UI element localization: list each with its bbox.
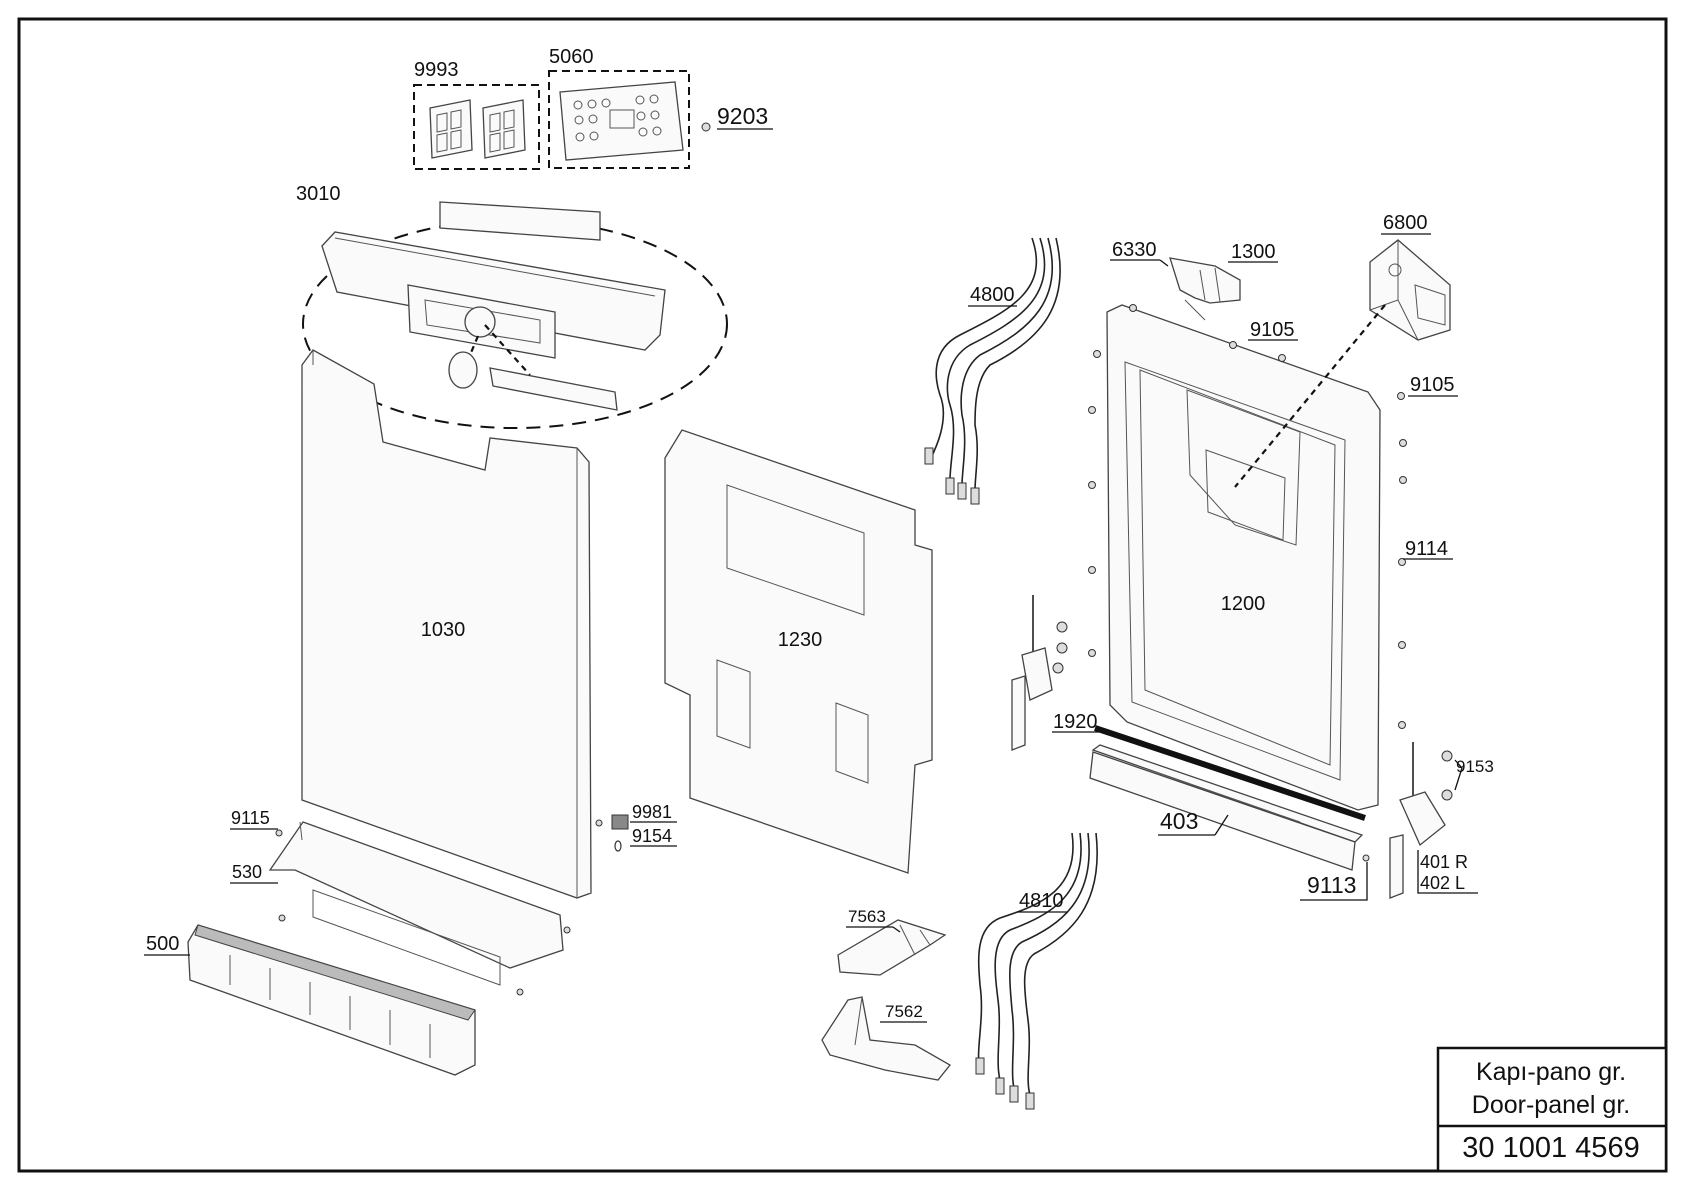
callout-401-r: 401 R [1420, 852, 1468, 872]
callout-9154: 9154 [632, 826, 672, 846]
part-4800-wire-harness: 4800 [924, 237, 1061, 505]
callout-7563: 7563 [848, 907, 886, 926]
callout-1300: 1300 [1231, 241, 1276, 263]
callout-9115: 9115 [231, 808, 270, 828]
part-1230-insulation: 1230 [664, 429, 933, 874]
callout-6330: 6330 [1112, 239, 1157, 261]
part-3010-control-panel: 3010 [296, 183, 728, 429]
part-1300-door-lock: 6330 1300 [1110, 239, 1278, 321]
title-block-line-tr: Kapı-pano gr. [1476, 1058, 1626, 1086]
callout-9114: 9114 [1405, 538, 1448, 560]
part-530-bottom-bracket: 9115 530 [230, 808, 571, 996]
title-block: Kapı-pano gr. Door-panel gr. 30 1001 456… [1436, 1046, 1668, 1173]
callout-5060: 5060 [549, 46, 594, 68]
drawing-border [17, 17, 1668, 1173]
callout-1920: 1920 [1053, 711, 1098, 733]
part-hinge-left: 1920 [1011, 595, 1100, 751]
callout-4810: 4810 [1019, 890, 1064, 912]
inner-door-screws [1088, 304, 1407, 729]
part-7562-duct: 7562 [821, 996, 951, 1081]
callout-6800: 6800 [1383, 212, 1428, 234]
part-500-kick-plate: 500 [144, 924, 476, 1076]
callout-9105-top: 9105 [1250, 319, 1295, 341]
part-9981-9154: 9981 9154 [611, 802, 677, 852]
part-7563-bracket: 7563 [837, 907, 947, 976]
callouts-9105: 9105 9105 [1248, 319, 1458, 397]
part-1030-outer-door-panel: 1030 [301, 349, 603, 899]
callout-9153: 9153 [1456, 757, 1494, 776]
callout-1200: 1200 [1221, 593, 1266, 615]
callout-1030: 1030 [421, 619, 466, 641]
callout-9113-group: 9113 [1300, 854, 1370, 901]
callout-402-l: 402 L [1420, 873, 1465, 893]
part-9203-screw: 9203 [701, 103, 773, 132]
title-block-line-en: Door-panel gr. [1472, 1091, 1630, 1119]
callout-9114-group: 9114 [1403, 538, 1453, 560]
part-403-bottom-rail: 403 [1089, 725, 1366, 871]
part-6800-dispenser: 6800 [1234, 212, 1451, 488]
callout-4800: 4800 [970, 284, 1015, 306]
title-block-code: 30 1001 4569 [1462, 1132, 1639, 1164]
callout-9105-right: 9105 [1410, 374, 1455, 396]
callout-403: 403 [1160, 808, 1198, 834]
part-5060-control-board: 5060 [548, 46, 690, 169]
callout-1230: 1230 [778, 629, 823, 651]
callout-9203: 9203 [717, 103, 768, 129]
callout-3010: 3010 [296, 183, 341, 205]
callout-9113: 9113 [1307, 872, 1356, 898]
part-9993-buttons: 9993 [413, 59, 540, 170]
callout-530: 530 [232, 862, 262, 882]
callout-500: 500 [146, 933, 179, 955]
callout-7562: 7562 [885, 1002, 923, 1021]
part-hinge-right: 9153 401 R 402 L [1389, 742, 1494, 899]
callout-9993: 9993 [414, 59, 459, 81]
part-1200-inner-door: 1200 [1106, 304, 1381, 811]
callout-9981: 9981 [632, 802, 672, 822]
part-4810-wire-harness: 4810 [975, 832, 1098, 1110]
